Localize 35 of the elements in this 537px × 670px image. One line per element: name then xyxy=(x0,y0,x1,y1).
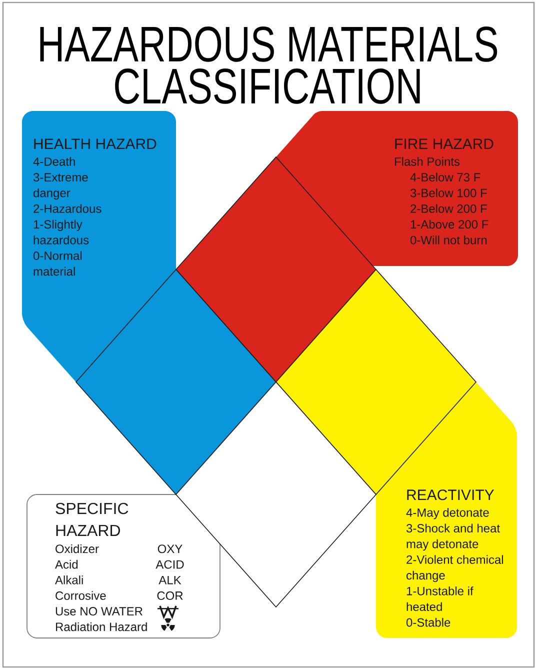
rating-text: 1-Unstable if heated xyxy=(406,586,474,612)
panel-subheading: Flash Points xyxy=(394,157,460,166)
hazard-code: COR xyxy=(157,591,183,600)
rating-text: 1-Above 200 F xyxy=(410,220,488,229)
panel-heading: FIRE HAZARD xyxy=(395,138,494,149)
rating-text: 1-Slightly hazardous xyxy=(34,220,89,244)
rating-text: 4-Below 73 F xyxy=(410,172,480,182)
rating-text: 3-Below 100 F xyxy=(410,188,487,198)
rating-text: 2-Below 200 F xyxy=(410,204,487,213)
hazard-panel xyxy=(22,111,176,382)
hazard-code: ACID xyxy=(156,560,184,569)
hazard-name: Use NO WATER xyxy=(56,607,142,616)
rating-text: 0-Will not burn xyxy=(410,236,487,244)
hazard-panel xyxy=(376,382,517,638)
panel-heading: REACTIVITY xyxy=(407,490,494,500)
hazard-name: Alkali xyxy=(55,576,83,584)
hazard-name: Corrosive xyxy=(56,591,106,600)
rating-text: 4-May detonate xyxy=(406,508,489,520)
hazard-code: OXY xyxy=(158,544,182,554)
info-box xyxy=(26,494,220,638)
title: HAZARDOUS MATERIALS CLASSIFICATION xyxy=(40,26,498,104)
hazard-name: Radiation Hazard xyxy=(56,622,147,632)
rating-text: 0-Stable xyxy=(406,618,450,627)
rating-text: 0-Normal material xyxy=(33,251,82,276)
rating-text: 2-Hazardous xyxy=(34,204,102,213)
rating-text: 2-Violent chemical change xyxy=(406,555,503,582)
rating-text: 3-Extreme danger xyxy=(33,173,88,200)
box-heading: SPECIFIC HAZARD xyxy=(56,502,128,536)
hazard-panel xyxy=(276,111,518,266)
rating-text: 3-Shock and heat may detonate xyxy=(406,524,500,551)
hazard-name: Oxidizer xyxy=(56,544,99,554)
hazard-code: ALK xyxy=(158,576,182,584)
rating-text: 4-Death xyxy=(33,157,75,166)
panel-heading: HEALTH HAZARD xyxy=(34,138,156,149)
hazard-name: Acid xyxy=(55,560,78,569)
